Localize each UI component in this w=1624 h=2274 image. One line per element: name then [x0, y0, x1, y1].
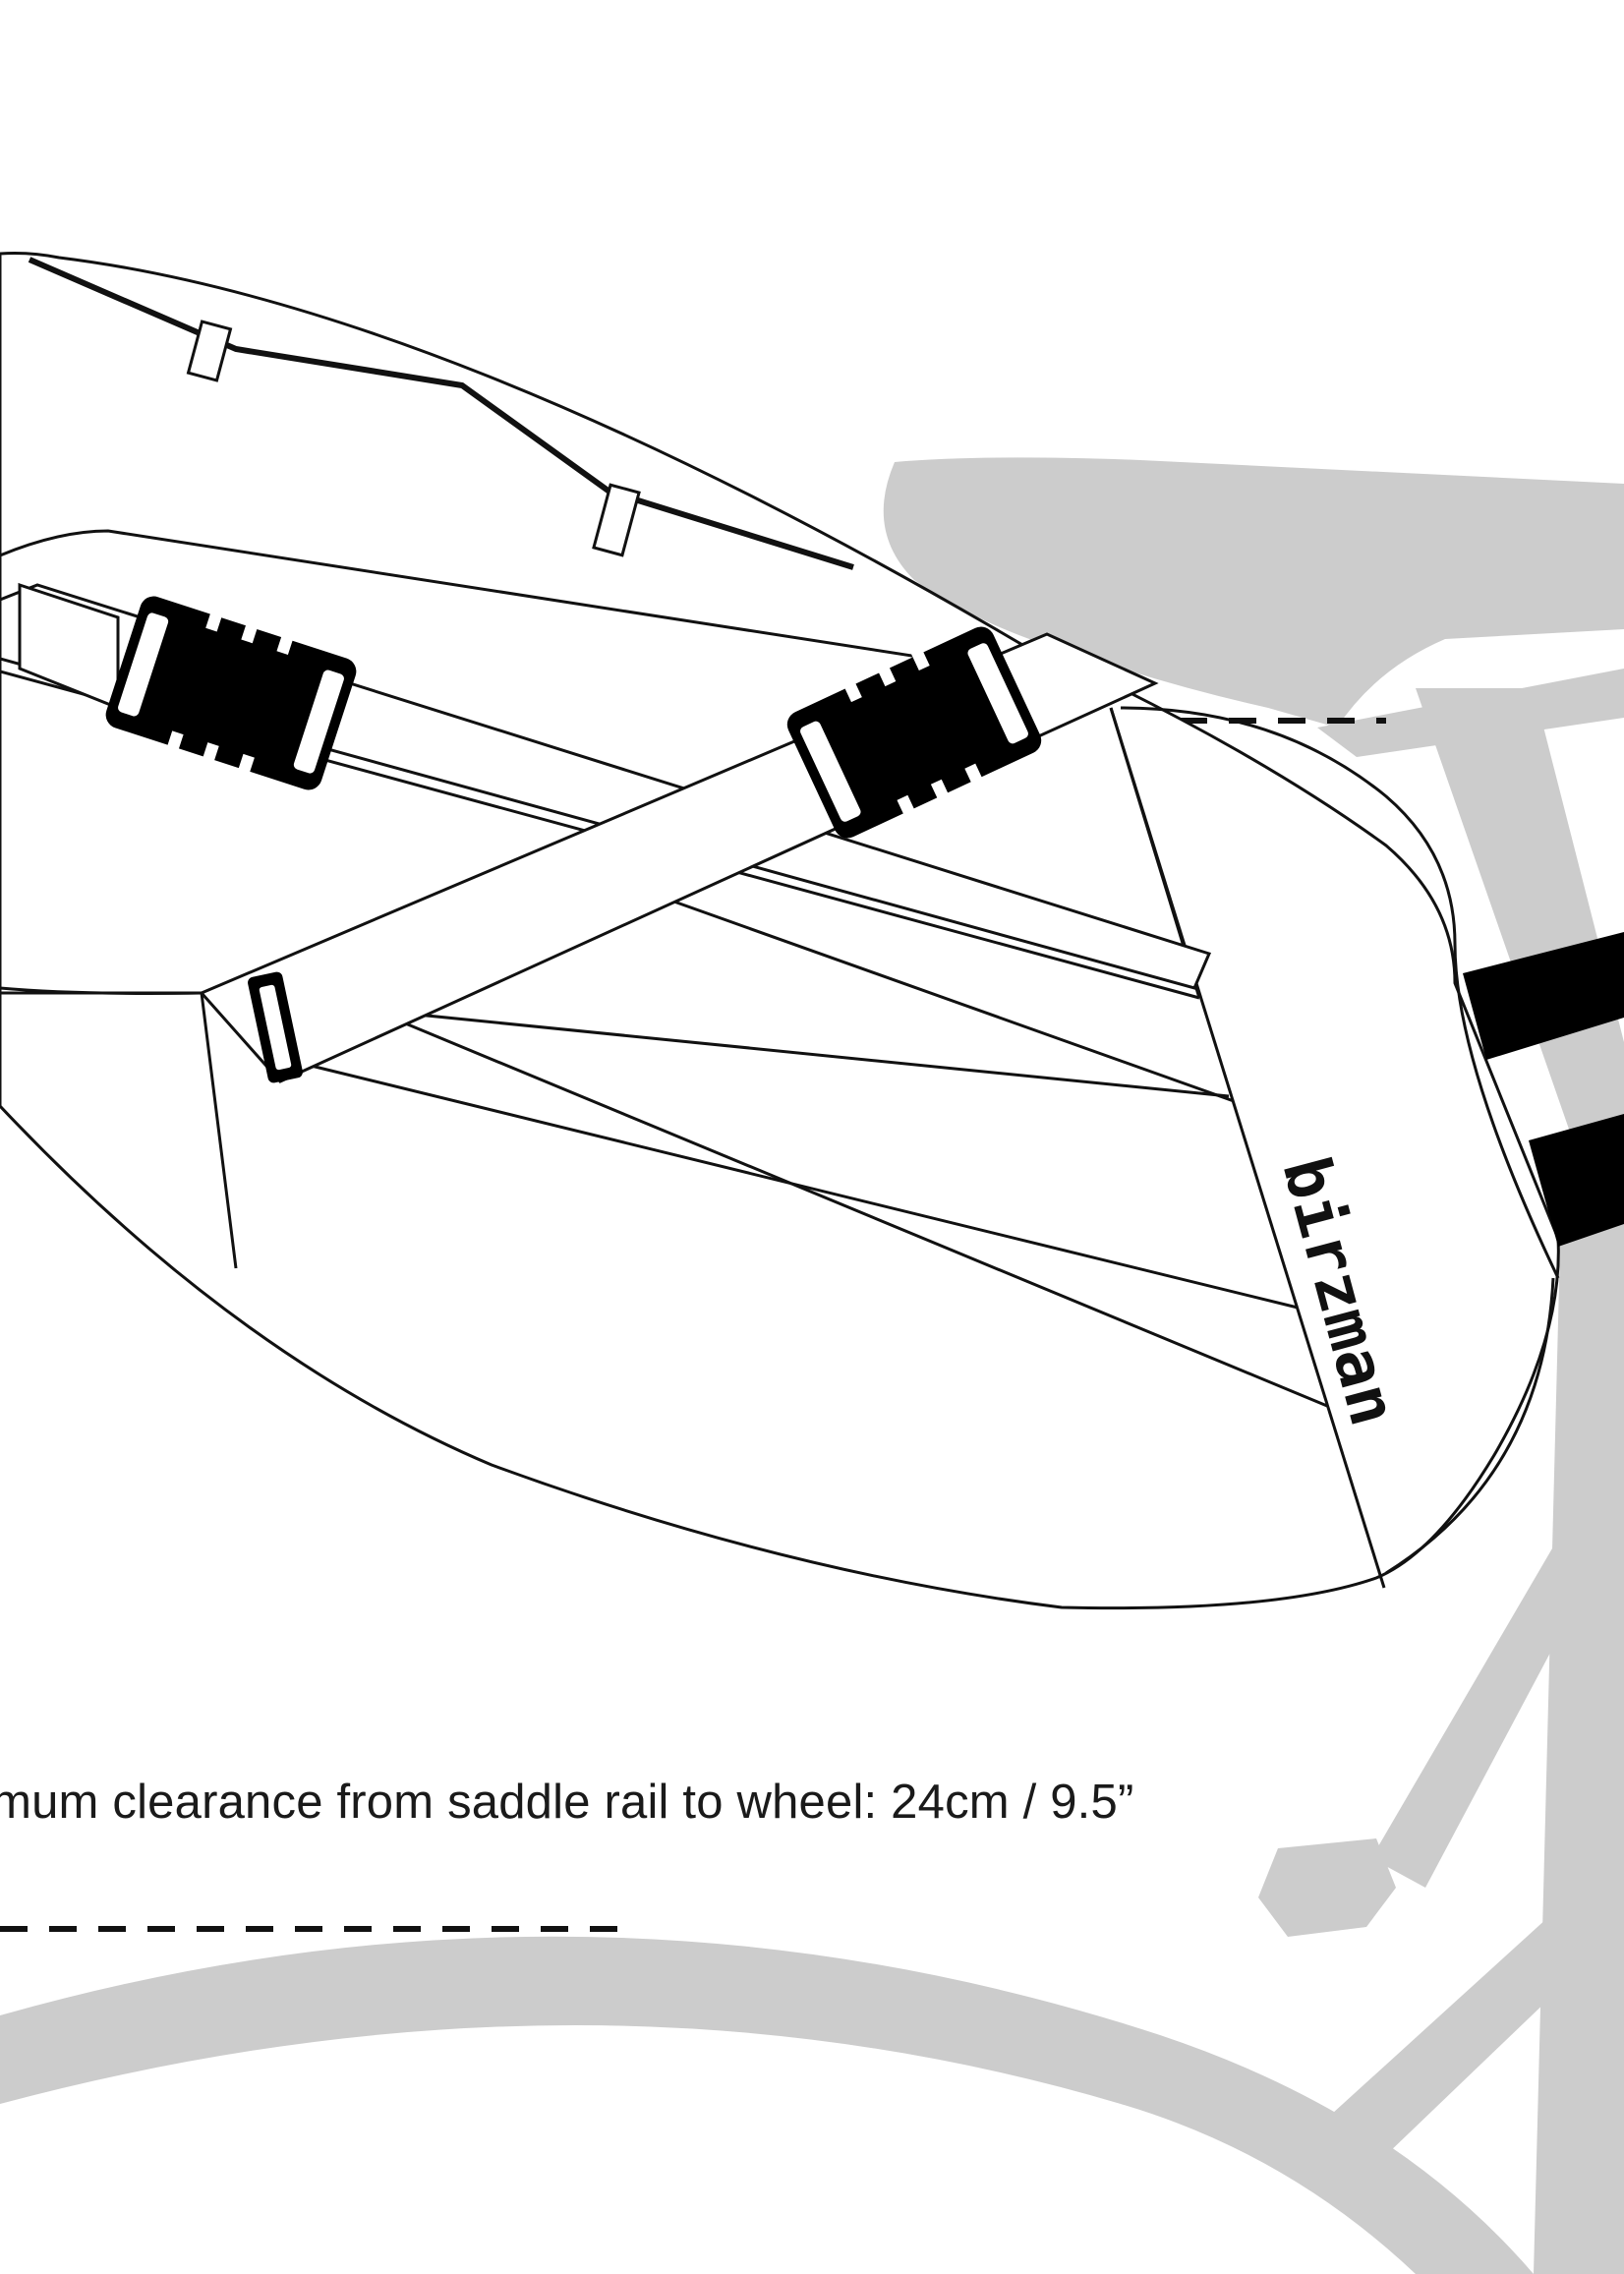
bike-silhouette	[0, 457, 1624, 2274]
wheel-tire	[0, 1936, 1534, 2274]
top-cord	[28, 257, 854, 570]
chain-stay	[1278, 1848, 1624, 2202]
saddle	[883, 457, 1624, 728]
cord-clip-2	[592, 483, 641, 557]
velcro-strap-upper	[1463, 932, 1624, 1060]
right-buckle	[786, 626, 1042, 839]
clearance-caption: imum clearance from saddle rail to wheel…	[0, 1776, 1134, 1829]
saddle-rail	[1317, 669, 1624, 757]
brake-bridge	[1258, 1838, 1396, 1937]
velcro-straps	[1463, 932, 1624, 1247]
cord-clip-1	[186, 320, 233, 382]
left-buckle	[105, 596, 357, 790]
velcro-strap-lower	[1529, 1114, 1624, 1247]
seat-stay	[1371, 1426, 1624, 1888]
strap-end-loop	[248, 971, 303, 1083]
